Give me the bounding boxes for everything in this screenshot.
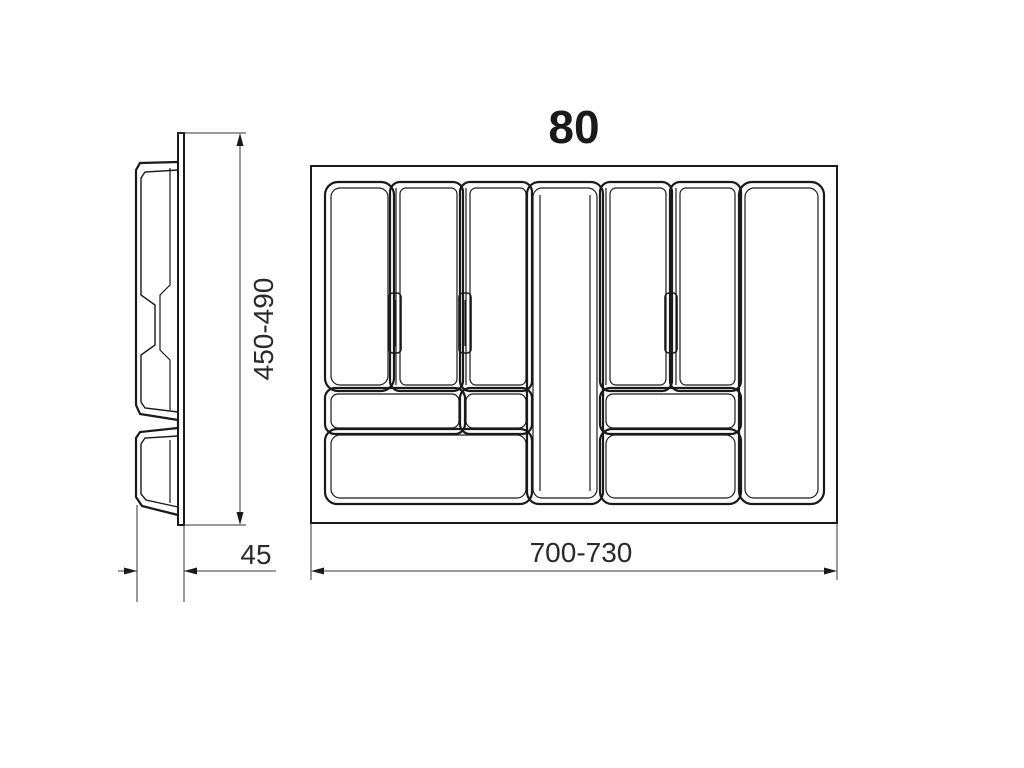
compartment-col-6 — [668, 180, 743, 393]
compartment-small-middle — [458, 386, 534, 436]
compartment-col-3 — [458, 180, 534, 393]
depth-dimension — [178, 132, 246, 526]
compartment-right-bottom — [598, 427, 743, 506]
top-view — [310, 165, 838, 524]
compartment-left-bottom — [323, 427, 534, 506]
compartment-center-long — [525, 180, 605, 506]
depth-label: 450-490 — [248, 278, 279, 381]
height-label: 45 — [240, 539, 271, 570]
compartment-right-tall — [737, 180, 826, 506]
compartment-col-2 — [388, 180, 465, 393]
compartment-left-middle — [323, 386, 467, 436]
compartment-right-middle — [598, 386, 743, 436]
width-dimension — [310, 523, 838, 580]
width-label: 700-730 — [530, 537, 633, 568]
compartment-col-5 — [598, 180, 674, 393]
side-profile-view — [134, 132, 185, 526]
height-dimension — [118, 505, 276, 602]
compartment-left-top — [323, 180, 396, 393]
divider-clips — [388, 292, 678, 354]
model-title: 80 — [548, 101, 599, 153]
